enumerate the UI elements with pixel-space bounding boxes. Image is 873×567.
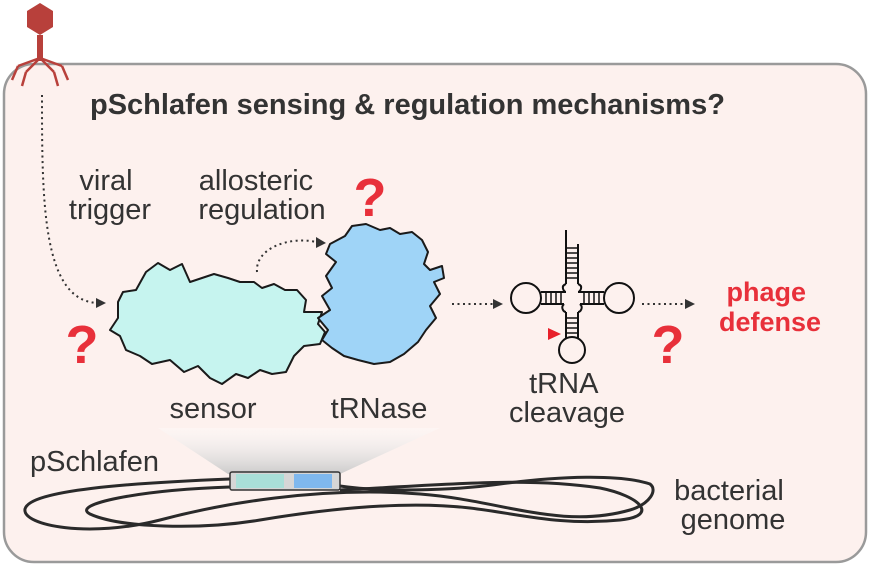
question-mark-trigger: ? [66, 315, 99, 375]
pschlafen-label: pSchlafen [30, 446, 159, 478]
trna-cleavage-label: tRNA cleavage [509, 368, 625, 429]
sensor-label: sensor [169, 393, 256, 425]
bacterial-genome-dna [23, 475, 655, 531]
sensor-domain [109, 262, 326, 385]
viral-trigger-arrowhead [96, 298, 106, 308]
trna-icon [510, 230, 635, 364]
trnase-gene-segment [294, 474, 332, 488]
zoom-cone [158, 428, 440, 474]
trna-to-defense-arrowhead [685, 299, 695, 309]
bacterial-genome-label: bacterial genome [674, 475, 792, 536]
diagram-title: pSchlafen sensing & regulation mechanism… [90, 89, 725, 121]
trnase-to-trna-arrowhead [493, 299, 503, 309]
allosteric-arrow [255, 239, 317, 273]
allosteric-arrowhead [316, 237, 326, 248]
question-mark-defense: ? [652, 315, 685, 375]
viral-trigger-label: viral trigger [69, 165, 152, 226]
sensor-gene-segment [236, 474, 284, 488]
allosteric-regulation-label: allosteric regulation [198, 165, 325, 226]
question-mark-regulation: ? [354, 168, 387, 228]
trnase-label: tRNase [331, 393, 428, 425]
pschlafen-gene [229, 471, 341, 491]
trnase-domain [317, 223, 445, 365]
viral-trigger-arrow [41, 94, 98, 304]
cleavage-site-marker [548, 328, 561, 340]
phage-defense-label: phage defense [719, 277, 821, 337]
phage-icon [10, 3, 70, 87]
